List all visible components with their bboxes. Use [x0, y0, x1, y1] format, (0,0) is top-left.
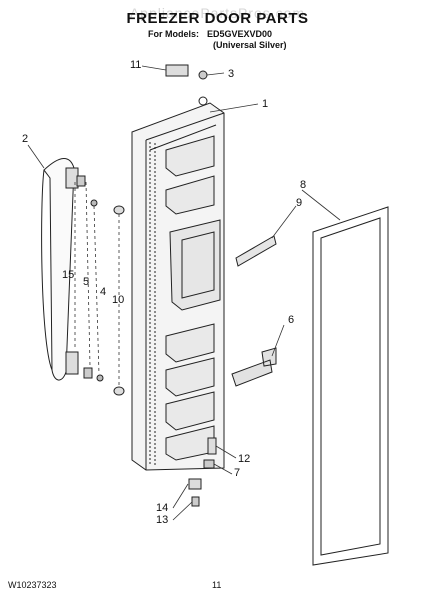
callout-1: 1 — [262, 98, 268, 110]
callout-11: 11 — [130, 59, 141, 71]
callout-8: 8 — [300, 179, 306, 191]
top-screw — [198, 70, 208, 80]
top-cap — [165, 64, 189, 77]
models-label: For Models: — [148, 29, 199, 39]
hinge-bracket — [231, 347, 277, 387]
door-gasket — [312, 206, 389, 566]
hinge-pin — [207, 437, 217, 455]
callout-15: 15 — [62, 269, 74, 281]
callout-10: 10 — [112, 294, 124, 306]
leader-lines — [27, 65, 341, 521]
callout-7: 7 — [234, 467, 240, 479]
trim-strip — [235, 235, 277, 267]
models-value: ED5GVEXVD00 — [207, 29, 273, 39]
freezer-door-panel — [131, 102, 225, 471]
callout-6: 6 — [288, 314, 294, 326]
callout-5: 5 — [83, 276, 89, 288]
callout-4: 4 — [100, 286, 106, 298]
models-subtitle: (Universal Silver) — [213, 40, 287, 50]
callout-12: 12 — [238, 453, 250, 465]
document-number: W10237323 — [8, 580, 57, 590]
callout-9: 9 — [296, 197, 302, 209]
page-number: 11 — [212, 580, 222, 590]
diagram-title: FREEZER DOOR PARTS — [126, 10, 309, 27]
lower-bracket — [188, 478, 202, 490]
callout-14: 14 — [156, 502, 168, 514]
callout-13: 13 — [156, 514, 168, 526]
handle-hardware — [65, 167, 125, 396]
callout-3: 3 — [228, 68, 234, 80]
watermark: AppliancePartsPros.com — [129, 5, 306, 21]
callout-2: 2 — [22, 133, 28, 145]
